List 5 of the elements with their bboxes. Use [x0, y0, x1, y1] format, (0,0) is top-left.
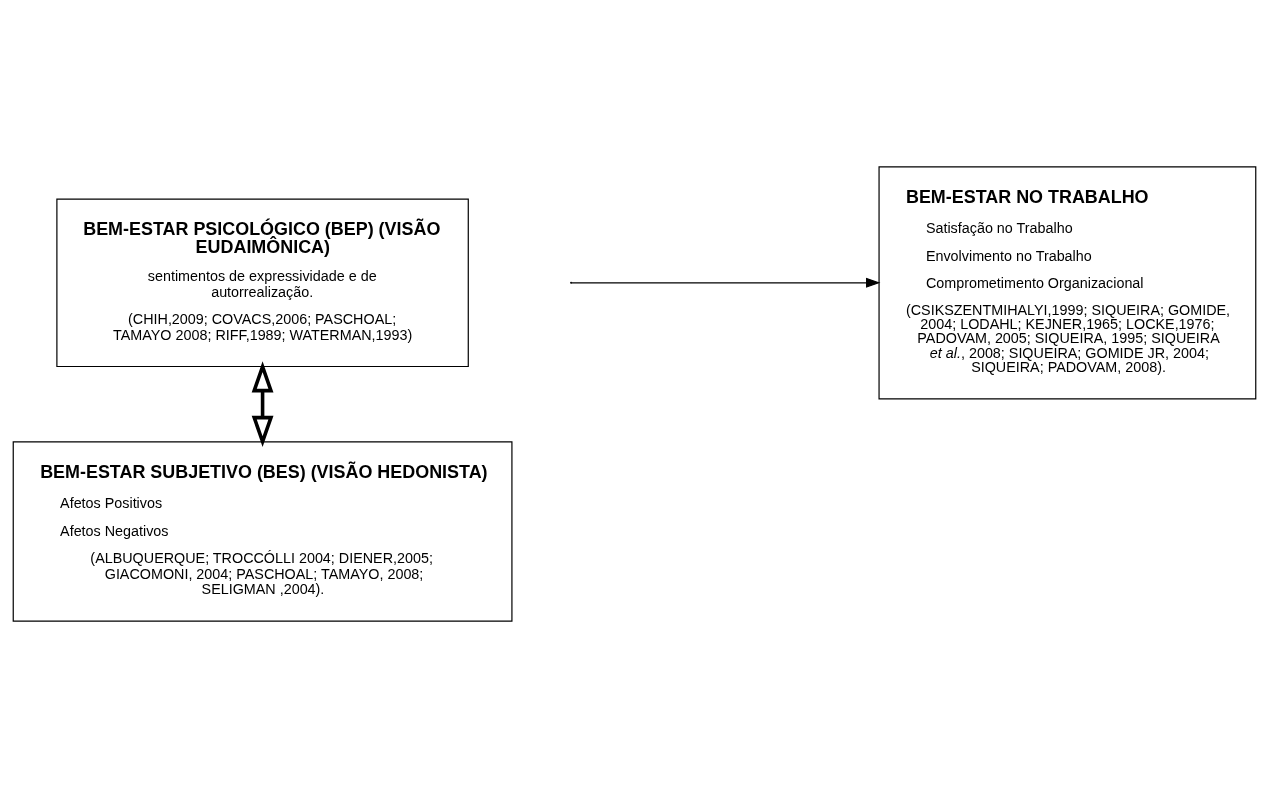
arrow	[251, 360, 274, 447]
node-box: BEM-ESTAR NO TRABALHO Satisfação no Trabalho Envolvimento no Trabalho Comprometimento Organizacional (CSIKSZENTMIHALYI,1999; SIQUEIRA; GOMIDE, 2004; LODAHL; KEJNER,1965; LOCKE,1976; PADOVAM, 2005; SIQUEIRA, 1995; SIQUEIRA et al., 2008; SIQUEIRA; GOMIDE JR, 2004; SIQUEIRA; PADOVAM, 2008).	[878, 165, 1257, 399]
node-box: BEM-ESTAR PSICOLÓGICO (BEP) (VISÃO EUDAIMÔNICA) sentimentos de expressividade e de autorrealização. (CHIH,2009; COVACS,2006; PASCHOAL; TAMAYO 2008; RIFF,1989; WATERMAN,1993)	[56, 197, 469, 367]
node-box: BEM-ESTAR SUBJETIVO (BES) (VISÃO HEDONISTA) Afetos Positivos Afetos Negativos (ALBUQUERQUE; TROCCÓLLI 2004; DIENER,2005; GIACOMONI, 2004; PASCHOAL; TAMAYO, 2008; SELIGMAN ,2004).	[12, 440, 513, 622]
arrow	[571, 277, 881, 288]
